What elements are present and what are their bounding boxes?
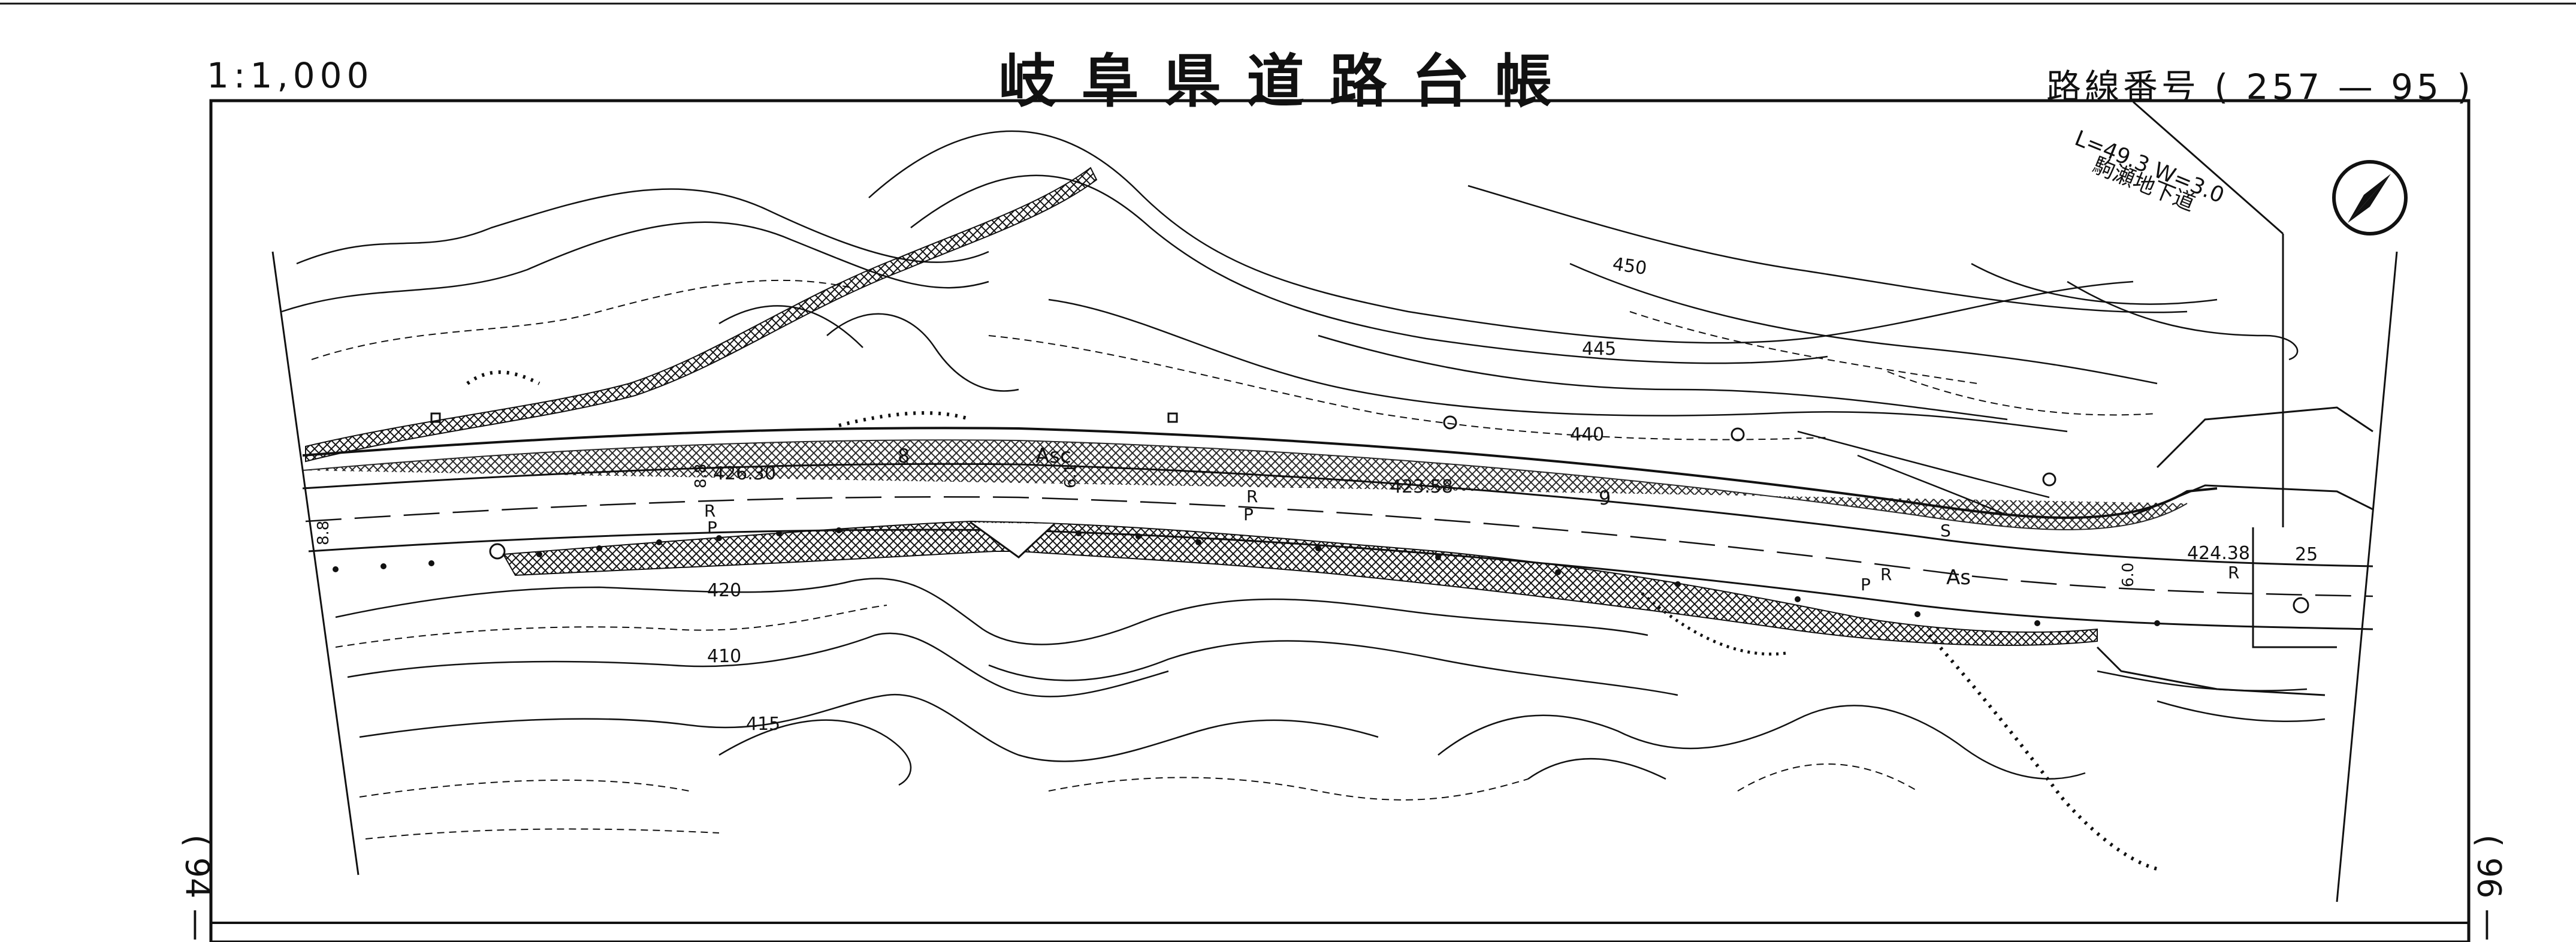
marker-label: S (1940, 521, 1951, 541)
station-number: 8 (898, 445, 910, 467)
scale-label: 1:1,000 (207, 55, 374, 96)
marker-label: P (1861, 575, 1871, 594)
width-label: 6.0 (2119, 563, 2137, 587)
station-number: 25 (2295, 544, 2318, 565)
contour-label: 420 (707, 580, 741, 601)
width-label: 6.1 (1062, 464, 1080, 488)
contours-lower (335, 578, 2326, 786)
elevation-label: 424.38 (2187, 543, 2250, 564)
contour-label: 440 (1570, 424, 1604, 445)
north-arrow-icon (2332, 160, 2408, 236)
map-frame (209, 99, 2471, 942)
marker-label: P (1243, 505, 1254, 524)
marker-label: R (2228, 563, 2239, 582)
slope-upper-left (305, 167, 1098, 463)
surface-label: Asc (1035, 444, 1071, 468)
surface-label: As (1946, 566, 1971, 590)
contours-upper (281, 130, 2299, 517)
width-label: 8.8 (692, 464, 710, 488)
elevation-label: 423.58 (1390, 476, 1453, 497)
marker-label: R (1880, 564, 1892, 584)
contour-label: 445 (1582, 339, 1616, 360)
page-title: 岐阜県道路台帳 (998, 48, 1578, 115)
contour-label: 410 (707, 646, 741, 667)
width-label: 8.8 (315, 521, 333, 545)
marker-label: R (704, 501, 715, 521)
slope-lower (502, 520, 2098, 646)
marker-label: P (707, 518, 717, 538)
contour-label: 450 (1611, 253, 1648, 279)
contour-label: 415 (746, 714, 780, 735)
marker-label: R (1246, 487, 1258, 506)
elevation-label: 426.30 (713, 463, 776, 484)
station-number: 9 (1599, 487, 1611, 509)
